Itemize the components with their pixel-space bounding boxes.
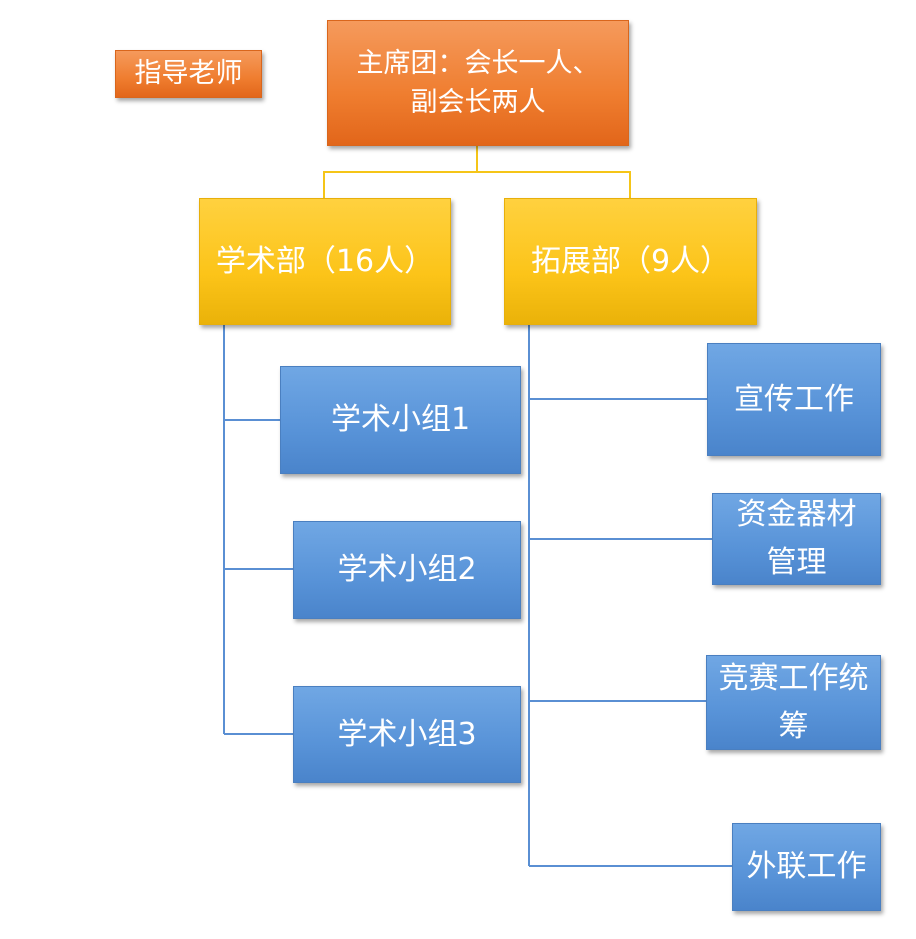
- expansion-department-box: 拓展部（9人）: [504, 198, 757, 325]
- academic-group-3-label: 学术小组3: [337, 716, 477, 752]
- academic-group-2-box: 学术小组2: [293, 521, 521, 619]
- academic-group-3-box: 学术小组3: [293, 686, 521, 783]
- connector-presidium-to-departments: [323, 171, 631, 198]
- advisor-label: 指导老师: [134, 58, 243, 90]
- expansion-department-label: 拓展部（9人）: [530, 243, 731, 279]
- competition-task-line1: 竞赛工作统: [718, 660, 869, 696]
- funds-task-line2: 管理: [766, 545, 827, 580]
- publicity-task-box: 宣传工作: [707, 343, 881, 456]
- advisor-box: 指导老师: [115, 50, 262, 98]
- academic-department-box: 学术部（16人）: [199, 198, 451, 325]
- academic-group-1-box: 学术小组1: [280, 366, 521, 474]
- presidium-box: 主席团：会长一人、 副会长两人: [327, 20, 629, 146]
- publicity-task-label: 宣传工作: [734, 381, 854, 417]
- academic-department-label: 学术部（16人）: [215, 243, 435, 279]
- presidium-line1: 主席团：会长一人、: [356, 47, 600, 79]
- presidium-line2: 副会长两人: [410, 87, 546, 118]
- competition-task-line2: 筹: [778, 708, 809, 744]
- academic-group-2-label: 学术小组2: [337, 552, 477, 588]
- academic-group-1-label: 学术小组1: [330, 402, 471, 438]
- funds-task-box: 资金器材 管理: [712, 493, 881, 585]
- funds-task-line1: 资金器材: [736, 497, 857, 532]
- liaison-task-box: 外联工作: [732, 823, 881, 911]
- liaison-task-label: 外联工作: [746, 849, 867, 885]
- competition-task-box: 竞赛工作统 筹: [706, 655, 881, 750]
